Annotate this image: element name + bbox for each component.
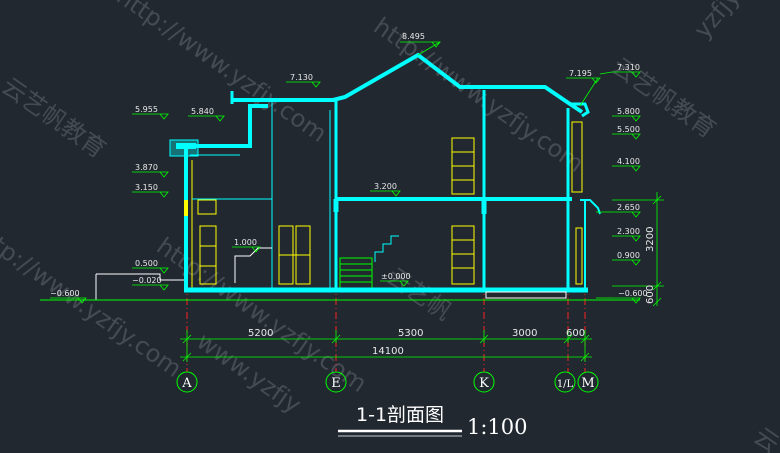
axis-label-k: K (479, 376, 489, 391)
foundation-right (485, 291, 567, 299)
level-mark (400, 41, 441, 48)
door-left-main (199, 225, 217, 285)
level-mark (132, 171, 169, 178)
dim-tick (563, 334, 573, 344)
level-label: 0.500 (135, 259, 158, 268)
level-label: 2.300 (617, 227, 640, 236)
axis-label-a: A (181, 376, 192, 391)
level-mark (132, 267, 169, 274)
right-balcony-rail (571, 121, 583, 193)
level-label: 2.650 (617, 203, 640, 212)
window-right-strip (575, 227, 583, 285)
axis-bubble-k (473, 371, 495, 393)
level-label: 7.310 (617, 63, 640, 72)
axis-bubble-e (325, 371, 347, 393)
level-mark (612, 115, 641, 122)
level-label: 5.955 (135, 105, 158, 114)
level-label: 8.495 (402, 32, 425, 41)
dim-label-k-l: 3000 (512, 328, 537, 339)
level-label: 7.130 (290, 73, 313, 82)
level-label: 3.200 (374, 182, 397, 191)
axis-bubble-m (577, 371, 599, 393)
level-label: 5.500 (617, 125, 640, 134)
level-markers (50, 41, 641, 304)
dim-tick (652, 297, 662, 307)
level-label: 7.195 (569, 69, 592, 78)
axis-label-l: 1/L (557, 379, 574, 390)
axis-bubble-a (176, 371, 198, 393)
drawing-title-block: 1-1剖面图 1:100 (338, 404, 528, 439)
level-label: 1.000 (234, 238, 257, 247)
level-mark (132, 284, 169, 291)
vertical-dimension-chain (612, 192, 664, 307)
level-mark (232, 246, 261, 253)
level-mark (188, 115, 225, 122)
leader-line (417, 41, 441, 56)
level-label: −0.600 (50, 289, 80, 298)
stair-landing (234, 247, 272, 283)
dim-tick (182, 352, 192, 362)
level-mark (380, 280, 409, 287)
level-mark (612, 211, 641, 218)
level-label: 5.800 (617, 107, 640, 116)
level-mark (370, 190, 401, 197)
building-section (40, 52, 640, 301)
right-eave-detail (570, 102, 590, 118)
dim-label-vertical-upper: 3200 (645, 227, 656, 252)
dim-tick (479, 334, 489, 344)
level-mark (132, 191, 169, 198)
horizontal-dimension-labels: 5200 5300 3000 600 14100 (248, 328, 585, 357)
watermark-brand: 云艺帆教育 (0, 72, 111, 164)
level-mark (566, 77, 601, 84)
level-mark (612, 165, 641, 172)
drawing-title: 1-1剖面图 (356, 404, 444, 426)
level-label: 3.150 (135, 183, 158, 192)
level-mark (612, 259, 641, 266)
doors-windows (184, 137, 583, 285)
watermark-edge: 云 (749, 422, 780, 453)
dim-label-l-m: 600 (566, 328, 585, 339)
level-mark (612, 71, 641, 78)
stair-upper-flight (374, 235, 399, 262)
level-mark (612, 297, 641, 304)
dim-tick (580, 352, 590, 362)
dim-tick (580, 334, 590, 344)
watermark-corner: yzfjy (688, 0, 746, 44)
ground-left-terrace (96, 273, 184, 281)
drawing-scale: 1:100 (467, 415, 528, 439)
level-label: −0.020 (132, 276, 162, 285)
level-label: 5.840 (191, 107, 214, 116)
level-label: ±0.000 (381, 272, 411, 281)
level-mark (50, 297, 87, 304)
stair-lower-flight (339, 257, 373, 291)
dim-label-vertical-lower: 600 (645, 285, 656, 304)
axis-label-e: E (331, 376, 341, 391)
leader-line (579, 77, 599, 107)
level-label: 0.900 (617, 251, 640, 260)
level-labels: 8.495 7.130 5.955 5.840 7.195 7.310 5.80… (50, 32, 648, 298)
axis-bubbles: A E K 1/L M (176, 371, 599, 393)
level-label: 4.100 (617, 157, 640, 166)
level-mark (132, 113, 169, 120)
dim-label-total: 14100 (372, 346, 404, 357)
dim-label-e-k: 5300 (398, 328, 423, 339)
dim-tick (331, 334, 341, 344)
level-mark (286, 81, 321, 88)
level-label: 3.870 (135, 163, 158, 172)
axis-label-m: M (581, 376, 594, 391)
dim-tick (182, 334, 192, 344)
door-lower-k (451, 225, 475, 285)
level-label: −0.600 (618, 289, 648, 298)
leader-line (599, 71, 613, 75)
level-mark (612, 133, 641, 140)
horizontal-dimension-chain (180, 330, 592, 362)
axis-bubble-l (554, 371, 576, 393)
level-mark (612, 235, 641, 242)
window-left-upper (197, 199, 217, 215)
left-wing-step (180, 104, 268, 148)
dim-label-a-e: 5200 (248, 328, 273, 339)
